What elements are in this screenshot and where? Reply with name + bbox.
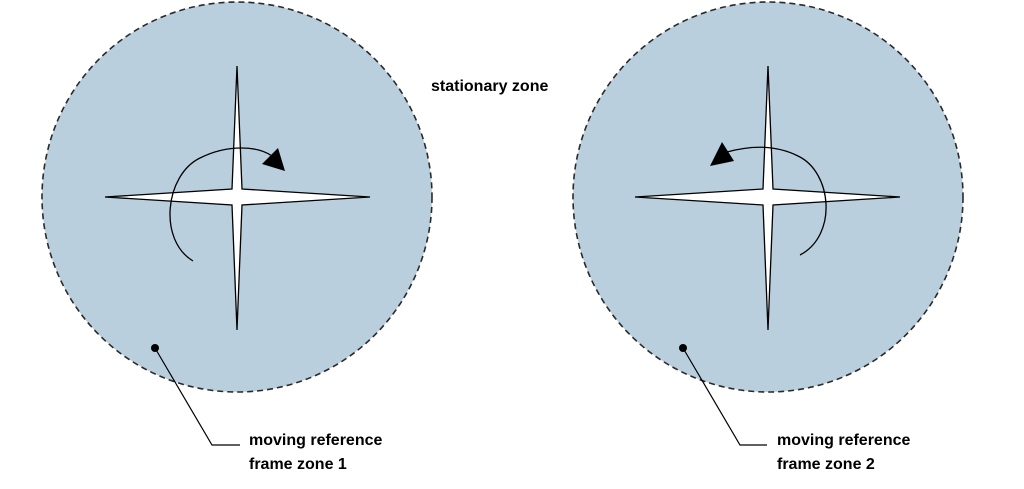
moving-zone-1: moving reference frame zone 1: [41, 1, 433, 473]
rotation-arrow-1-head: [262, 148, 285, 171]
rotation-arrow-1: [169, 147, 273, 262]
zone-2-label-line-2: frame zone 2: [777, 456, 875, 473]
rotor-1: [104, 65, 371, 331]
zone-1-label-line-2: frame zone 1: [249, 456, 347, 473]
moving-zone-2: moving reference frame zone 2: [572, 1, 964, 473]
stationary-zone-label: stationary zone: [431, 78, 548, 95]
zone-2-leader-line: [682, 347, 767, 446]
rotor-2: [634, 65, 901, 331]
zone-1-leader-line: [154, 347, 240, 446]
zone-1-label-line-1: moving reference: [249, 432, 382, 449]
rotation-arrow-2-head: [710, 142, 734, 166]
zone-2-label-line-1: moving reference: [777, 432, 910, 449]
rotation-arrow-2: [726, 146, 827, 256]
